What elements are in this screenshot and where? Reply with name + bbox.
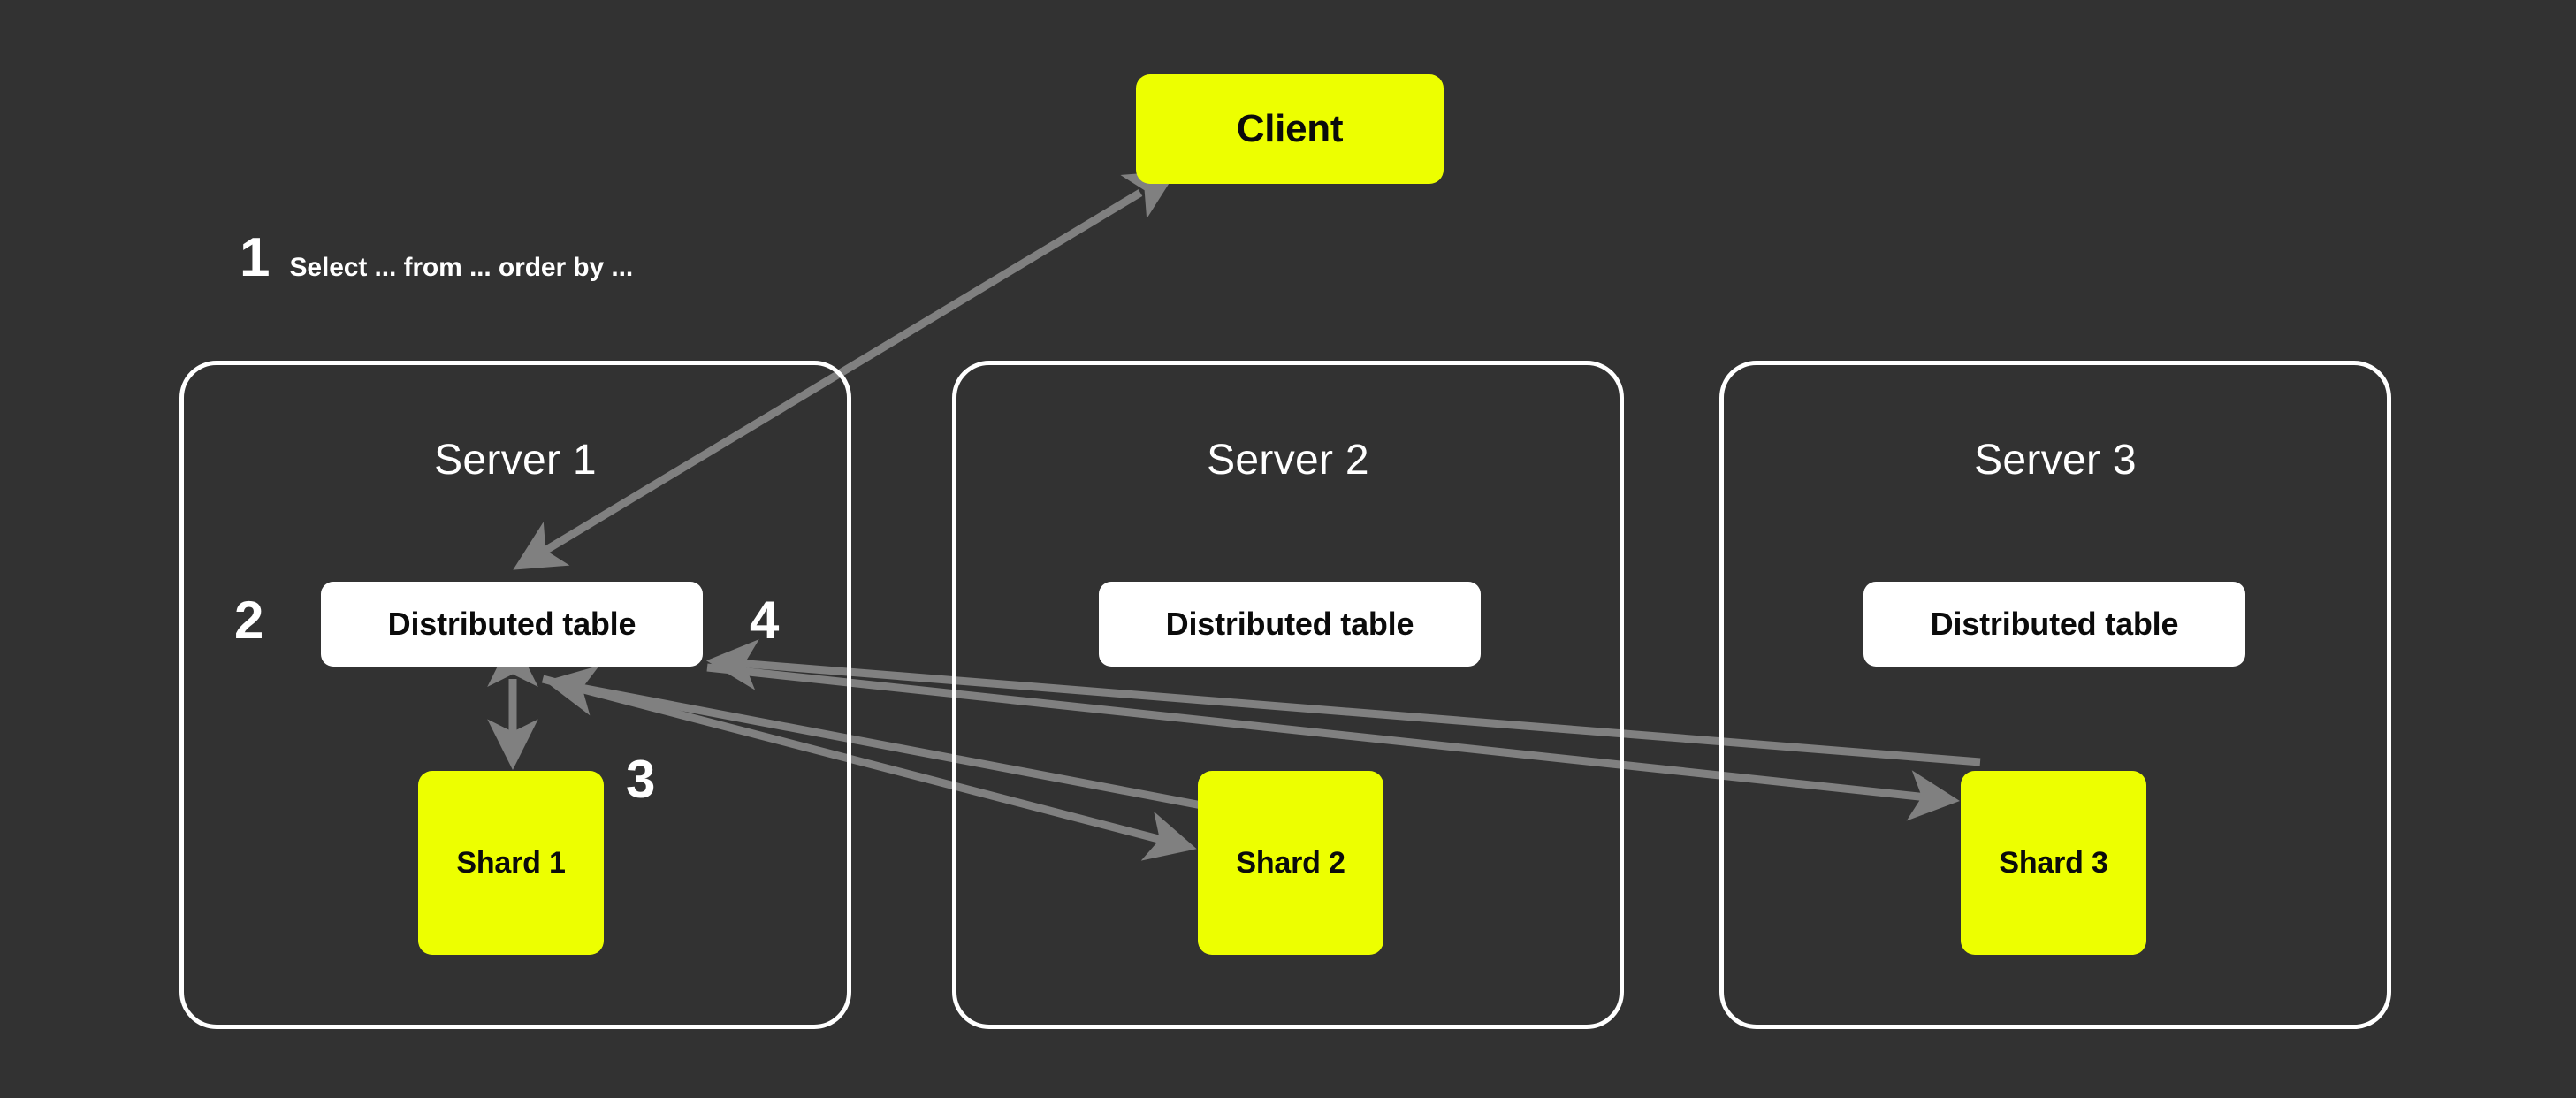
distributed-table-3: Distributed table [1863, 582, 2245, 667]
client-label: Client [1236, 107, 1344, 150]
step-number-4: 4 [750, 591, 780, 650]
server-title-1: Server 1 [434, 437, 597, 484]
shard-label-2: Shard 2 [1236, 845, 1345, 880]
shard-label-3: Shard 3 [1999, 845, 2108, 880]
distributed-table-label-2: Distributed table [1165, 606, 1414, 642]
query-text: Select ... from ... order by ... [289, 253, 634, 282]
server-title-2: Server 2 [1207, 437, 1369, 484]
distributed-table-label-1: Distributed table [387, 606, 636, 642]
query-caption: 1 Select ... from ... order by ... [240, 231, 633, 286]
step-number-2: 2 [234, 591, 264, 650]
shard-box-1: Shard 1 [418, 771, 604, 955]
distributed-table-1: Distributed table [321, 582, 703, 667]
shard-box-3: Shard 3 [1961, 771, 2146, 955]
shard-box-2: Shard 2 [1198, 771, 1383, 955]
client-box[interactable]: Client [1136, 74, 1444, 184]
distributed-table-2: Distributed table [1099, 582, 1481, 667]
distributed-table-label-3: Distributed table [1930, 606, 2179, 642]
server-title-3: Server 3 [1974, 437, 2137, 484]
step-number-3: 3 [626, 750, 656, 809]
step-number-1: 1 [240, 227, 271, 288]
shard-label-1: Shard 1 [456, 845, 566, 880]
